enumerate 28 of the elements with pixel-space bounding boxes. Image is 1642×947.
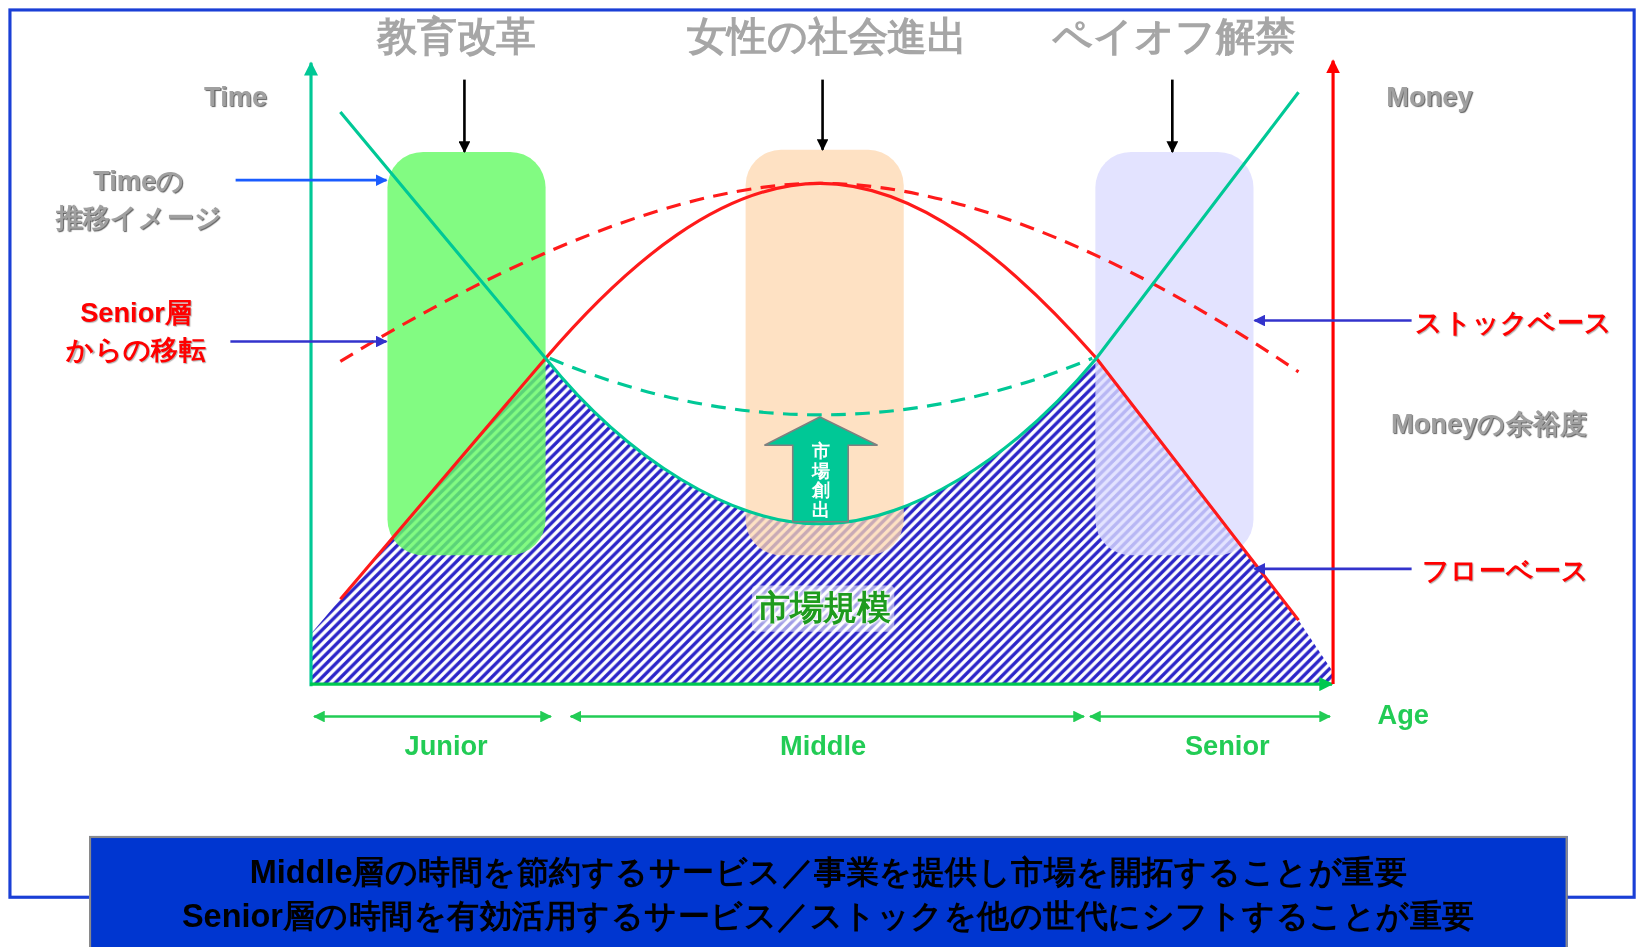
arrow [1166,79,1179,154]
message-box: Middle層の時間を節約するサービス／事業を提供し市場を開拓することが重要 Senior層の時間を有効活用するサービス／ストックを他の世代にシフトすることが重要 [89,835,1568,947]
callout-text: 推移イメージ [54,201,223,236]
heading: 教育改革 [377,13,537,61]
heading: ペイオフ解禁 [1052,13,1296,61]
arrow-label: 市場創出 [811,442,831,522]
arrow [230,335,388,348]
axis-label: Time [204,81,268,114]
callout-text: Timeの [92,163,186,198]
callout-text: Senior層 [79,295,194,330]
range-label: Senior [1184,729,1270,763]
highlight-band [1095,151,1254,556]
axis-label: Moneyの余裕度 [1391,407,1588,442]
arrow [458,79,471,154]
arrow [1253,314,1412,327]
axis-label: Age [1377,699,1429,732]
axis-label: Money [1386,81,1473,114]
range-label: Middle [780,729,867,763]
arrow [816,79,829,151]
heading: 女性の社会進出 [687,13,968,61]
callout-text: ストックベース [1415,305,1613,341]
arrow [1253,562,1412,575]
area-label: 市場規模 [751,585,895,632]
callout-text: からの移転 [65,333,207,368]
callout-text: フローベース [1422,554,1590,589]
range-label: Junior [404,729,488,763]
highlight-band [387,151,546,556]
arrow [235,174,388,187]
